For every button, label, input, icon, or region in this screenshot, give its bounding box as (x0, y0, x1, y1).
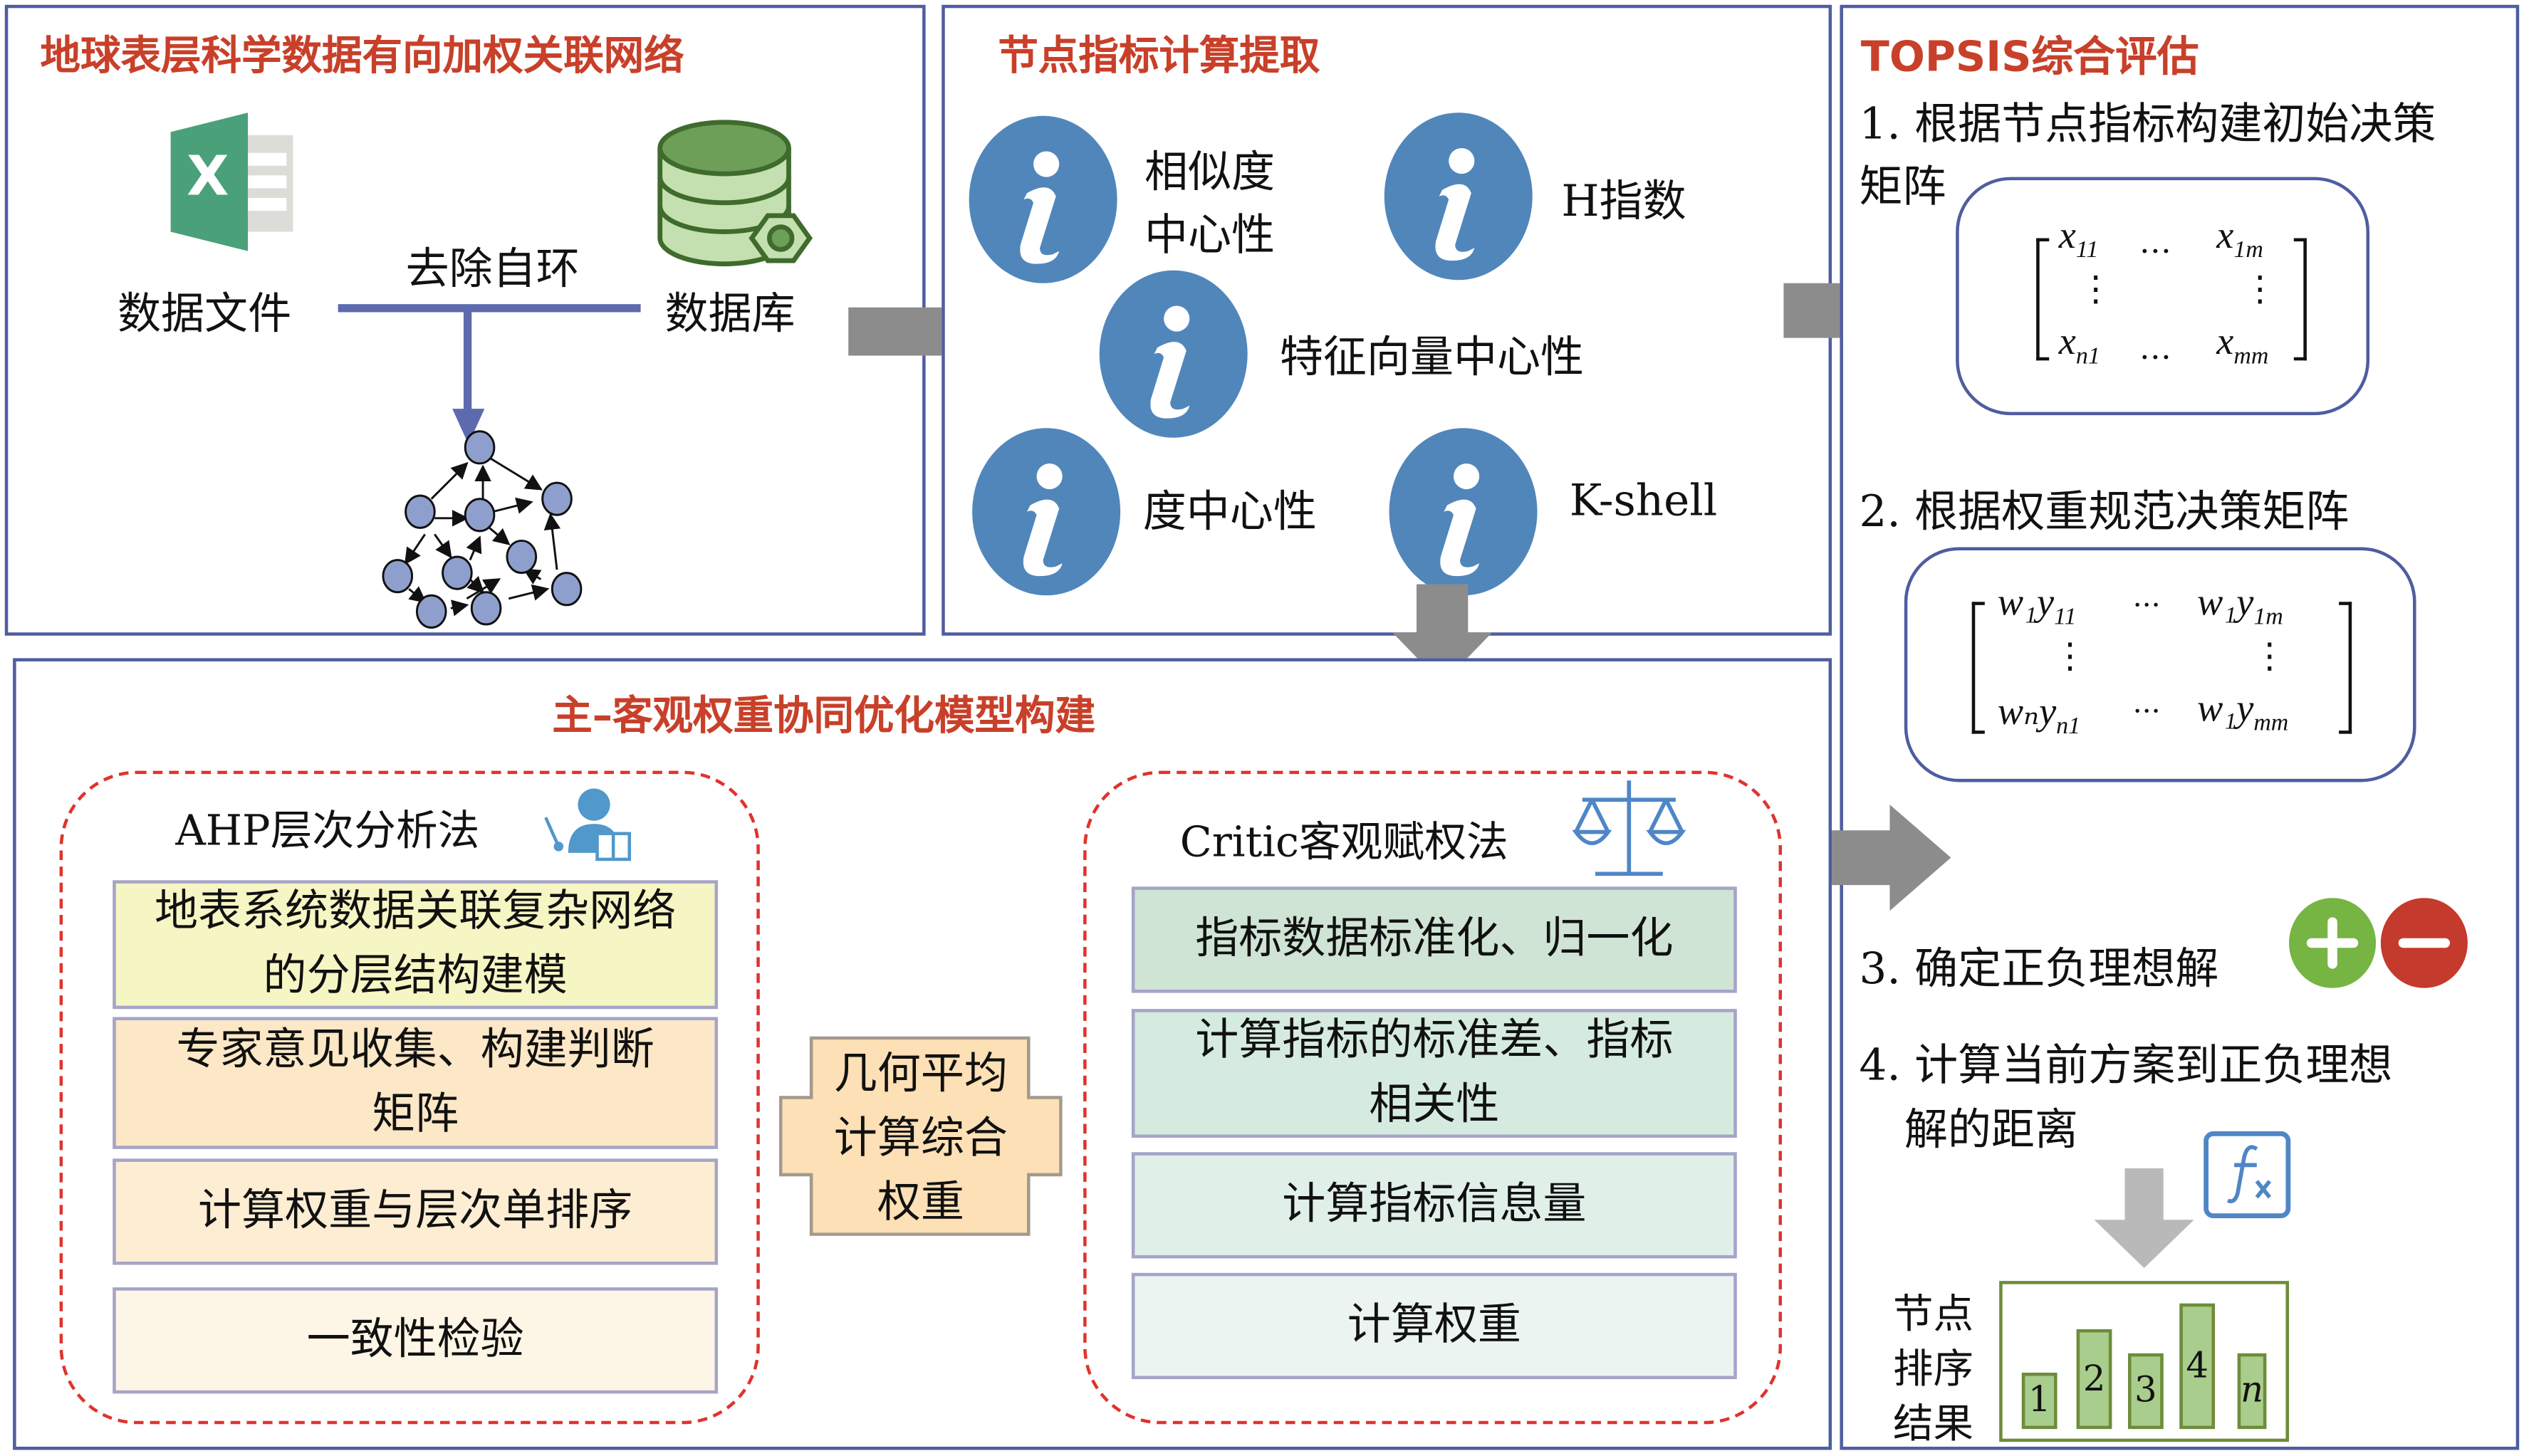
ranking-bar: 4 (2179, 1303, 2216, 1430)
critic-step-3: 计算指标信息量 (1131, 1152, 1737, 1259)
matrix-cell: w₁ymm (2197, 688, 2289, 737)
matrix-dots: … (2139, 221, 2172, 261)
matrix-vdots: ⋮ (2252, 637, 2288, 678)
metric-similarity-label-1: 相似度 (1144, 147, 1276, 199)
ahp-step-4: 一致性检验 (113, 1287, 719, 1394)
data-file-label: 数据文件 (117, 289, 292, 340)
database-icon (652, 112, 813, 273)
network-node (470, 591, 502, 626)
matrix-vdots: ⋮ (2242, 270, 2278, 311)
ranking-bar-label: 4 (2186, 1346, 2208, 1387)
excel-file-icon: X (170, 112, 300, 251)
info-icon (969, 115, 1117, 283)
metric-kshell-label: K-shell (1569, 476, 1718, 527)
network-node (541, 481, 573, 516)
ranking-bar-label: 2 (2082, 1358, 2106, 1400)
network-node (551, 572, 583, 607)
panel-metrics-title: 节点指标计算提取 (998, 32, 1320, 79)
ahp-step-2: 专家意见收集、构建判断矩阵 (113, 1017, 719, 1149)
matrix-cell: w₁y1m (2197, 582, 2283, 631)
ranking-label-line: 结果 (1892, 1400, 1974, 1447)
normalized-decision-matrix: w₁y11 ··· w₁y1m ⋮ ⋮ wₙyn1 ··· w₁ymm (1904, 547, 2416, 782)
ahp-group (59, 770, 760, 1425)
combine-weight-label: 几何平均 计算综合 权重 (833, 1049, 1008, 1228)
critic-group (1083, 770, 1783, 1425)
flow-arrow-down (1392, 584, 1493, 684)
topsis-step4-line1: 4. 计算当前方案到正负理想 (1859, 1041, 2393, 1091)
matrix-bracket-right (2293, 238, 2307, 361)
panel-model-title: 主–客观权重协同优化模型构建 (552, 691, 1096, 739)
merge-line (338, 304, 641, 313)
metric-h-index-label: H指数 (1561, 177, 1686, 227)
network-node (464, 498, 496, 533)
node-ranking-label: 节点 排序 结果 (1893, 1287, 1973, 1452)
remove-self-loop-label: 去除自环 (405, 244, 580, 295)
network-node (442, 555, 473, 590)
critic-title: Critic客观赋权法 (1179, 819, 1508, 868)
matrix-bracket-left (2036, 238, 2050, 361)
flow-down-line (463, 308, 472, 419)
metric-similarity-label-2: 中心性 (1144, 211, 1276, 261)
plus-icon (2289, 898, 2377, 988)
network-node (506, 539, 538, 575)
matrix-dots: ··· (2132, 695, 2161, 729)
matrix-cell: xn1 (2058, 322, 2100, 370)
topsis-step1-line1: 1. 根据节点指标构建初始决策 (1859, 100, 2436, 150)
ahp-title: AHP层次分析法 (175, 807, 480, 857)
excel-letter: X (187, 145, 229, 209)
matrix-cell: x1m (2216, 215, 2263, 264)
network-graph (382, 430, 583, 629)
ranking-bar: 3 (2127, 1353, 2164, 1430)
topsis-step4-line2: 解的距离 (1904, 1105, 2078, 1156)
panel-network-title: 地球表层科学数据有向加权关联网络 (40, 32, 684, 79)
network-node (382, 559, 414, 594)
combine-weight-shape (778, 1036, 1063, 1236)
function-fx-icon (2204, 1131, 2291, 1218)
matrix-vdots: ⋮ (2077, 270, 2114, 311)
ranking-bar: 1 (2021, 1372, 2058, 1430)
network-node (405, 494, 436, 529)
matrix-cell: x11 (2058, 215, 2099, 264)
critic-step-1: 指标数据标准化、归一化 (1131, 886, 1737, 993)
initial-decision-matrix: x11 … x1m ⋮ ⋮ xn1 … xmm (1956, 177, 2370, 416)
topsis-step1-line2: 矩阵 (1859, 162, 1946, 213)
ahp-step-1: 地表系统数据关联复杂网络的分层结构建模 (113, 880, 719, 1010)
info-icon (1384, 112, 1533, 281)
metric-degree-label: 度中心性 (1142, 487, 1317, 538)
matrix-bracket-right (2339, 602, 2352, 734)
ranking-label-line: 排序 (1892, 1345, 1974, 1393)
matrix-dots: … (2139, 328, 2172, 367)
balance-scale-icon (1570, 777, 1689, 884)
critic-step-2: 计算指标的标准差、指标相关性 (1131, 1009, 1737, 1138)
matrix-dots: ··· (2132, 589, 2161, 623)
database-label: 数据库 (664, 289, 796, 340)
ranking-bar-label: 1 (2028, 1381, 2051, 1421)
matrix-cell: w₁y11 (1997, 582, 2077, 631)
critic-step-4: 计算权重 (1131, 1272, 1737, 1379)
ranking-bar: 2 (2076, 1329, 2112, 1430)
network-node (415, 594, 447, 629)
info-icon (1389, 428, 1538, 596)
topsis-step3: 3. 确定正负理想解 (1859, 944, 2219, 995)
metric-eigenvector-label: 特征向量中心性 (1279, 332, 1585, 383)
ranking-bar: n (2237, 1353, 2267, 1430)
minus-icon (2380, 898, 2468, 988)
matrix-cell: wₙyn1 (1997, 691, 2081, 740)
info-icon (1099, 270, 1248, 438)
info-icon (972, 428, 1121, 596)
ranking-label-line: 节点 (1892, 1290, 1974, 1338)
ahp-step-3: 计算权重与层次单排序 (113, 1158, 719, 1265)
matrix-bracket-left (1971, 602, 1985, 734)
flow-arrow-down-result (2094, 1168, 2194, 1269)
matrix-cell: xmm (2216, 322, 2269, 370)
ranking-bar-label: 3 (2134, 1371, 2157, 1412)
teacher-icon (539, 782, 636, 862)
panel-topsis-title: TOPSIS综合评估 (1860, 33, 2199, 83)
topsis-step2: 2. 根据权重规范决策矩阵 (1859, 487, 2350, 538)
ranking-bar-label: n (2241, 1371, 2264, 1412)
network-node (464, 430, 496, 465)
matrix-vdots: ⋮ (2052, 637, 2088, 678)
